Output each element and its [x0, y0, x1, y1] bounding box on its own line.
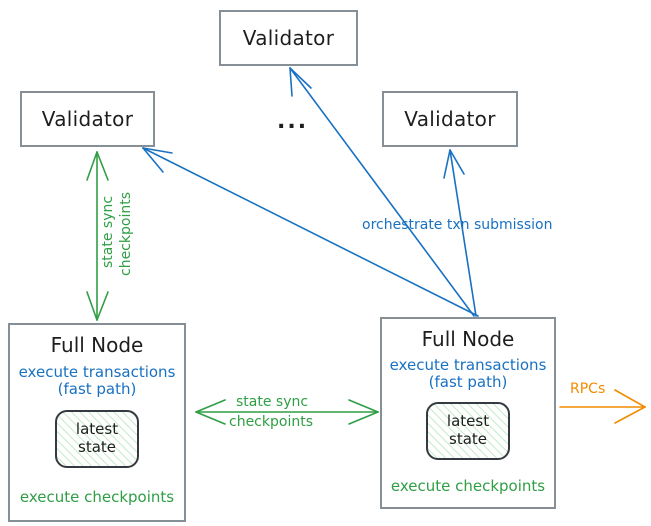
edge-label-state-sync-vertical-line-2: checkpoints: [118, 192, 134, 276]
full-node-left-latest-state-line-1: latest: [75, 420, 119, 439]
validator-right-label: Validator: [404, 107, 496, 131]
full-node-right-latest-state-line-2: state: [449, 429, 487, 448]
edge-label-rpcs: RPCs: [570, 381, 606, 397]
full-node-left-title: Full Node: [50, 333, 144, 357]
full-node-right-execute-transactions: execute transactions: [389, 356, 547, 374]
full-node-left-latest-state-line-2: state: [78, 437, 116, 456]
full-node-left-execute-transactions: execute transactions: [18, 363, 176, 381]
edge-label-state-sync-middle-line-2: checkpoints: [229, 414, 313, 430]
full-node-right-latest-state-line-1: latest: [446, 412, 490, 431]
validator-left-label: Validator: [41, 107, 134, 131]
full-node-right-fast-path: (fast path): [428, 373, 508, 392]
edge-label-state-sync-middle-line-1: state sync: [236, 394, 309, 410]
full-node-left-fast-path: (fast path): [57, 380, 137, 399]
node-validator-top[interactable]: Validator: [219, 10, 358, 66]
node-validator-left[interactable]: Validator: [20, 91, 155, 147]
edge-label-orchestrate-txn-submission: orchestrate txn submission: [362, 217, 553, 233]
validator-top-label: Validator: [242, 26, 335, 50]
full-node-right-title: Full Node: [421, 327, 515, 351]
validators-ellipsis: ...: [277, 109, 309, 134]
full-node-right-latest-state-chip[interactable]: latest state: [426, 401, 510, 460]
full-node-left-latest-state-chip[interactable]: latest state: [55, 409, 139, 468]
node-full-node-right[interactable]: Full Node execute transactions (fast pat…: [380, 317, 556, 509]
node-validator-right[interactable]: Validator: [382, 91, 518, 147]
edge-label-state-sync-vertical-line-1: state sync: [100, 195, 116, 268]
node-full-node-left[interactable]: Full Node execute transactions (fast pat…: [8, 323, 186, 522]
full-node-left-execute-checkpoints: execute checkpoints: [19, 487, 175, 506]
full-node-right-execute-checkpoints: execute checkpoints: [390, 476, 546, 495]
